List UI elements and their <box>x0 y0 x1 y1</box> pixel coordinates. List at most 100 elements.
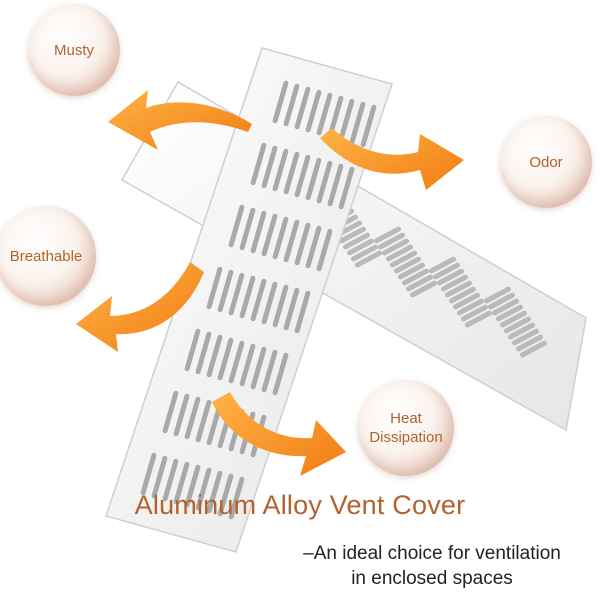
vent-slot <box>206 470 223 514</box>
vent-slot <box>250 210 267 254</box>
vent-slot <box>261 145 278 189</box>
vent-slot <box>381 238 410 256</box>
vent-slot <box>217 337 234 381</box>
vent-slot <box>272 352 289 396</box>
vent-slot <box>184 328 201 372</box>
vent-slot <box>409 280 438 298</box>
vent-slot <box>294 290 311 334</box>
vent-slot <box>294 86 311 130</box>
vent-slot <box>261 213 278 257</box>
vent-slot <box>440 274 469 292</box>
vent-slot <box>338 166 355 210</box>
vent-slot <box>272 216 289 260</box>
vent-slot <box>173 393 190 437</box>
vent-slot <box>360 104 377 148</box>
odor-label: Odor <box>529 153 563 171</box>
musty-label: Musty <box>53 41 94 59</box>
vent-slot <box>250 278 267 322</box>
vent-slot <box>305 157 322 201</box>
vent-slot <box>316 160 333 204</box>
vent-slot <box>491 298 520 316</box>
vent-slot <box>327 95 344 139</box>
product-subtitle: –An ideal choice for ventilation in encl… <box>272 541 592 591</box>
vent-slot <box>239 207 256 251</box>
arrow-icon-up-left <box>108 90 252 150</box>
vent-slot <box>162 458 179 502</box>
vent-slot <box>397 262 426 280</box>
arrow-icon-down-right <box>212 392 346 476</box>
vent-slot <box>436 268 465 286</box>
vent-slot <box>515 334 544 352</box>
heat-dissipation-label: Heat Dissipation <box>369 410 443 446</box>
vent-slot <box>250 346 267 390</box>
vent-slot <box>373 226 402 244</box>
vent-slot <box>283 219 300 263</box>
vent-slot <box>350 244 379 262</box>
vent-slot <box>377 232 406 250</box>
vent-slot <box>316 228 333 272</box>
odor-badge: Odor <box>500 116 592 208</box>
vent-slot <box>405 274 434 292</box>
vent-slot <box>272 80 289 124</box>
vent-slot <box>487 292 516 310</box>
vent-slot <box>346 238 375 256</box>
vent-slot <box>393 256 422 274</box>
vent-slot <box>195 331 212 375</box>
vent-slot <box>452 292 481 310</box>
vent-slot <box>217 473 234 517</box>
heat-dissipation-badge: Heat Dissipation <box>358 380 454 476</box>
arrow-icon-down-left <box>76 262 204 352</box>
vent-slot <box>349 101 366 145</box>
vent-cover-front <box>105 47 393 553</box>
vent-slot <box>294 222 311 266</box>
vent-slot <box>239 275 256 319</box>
vent-slot <box>272 284 289 328</box>
vent-slot <box>448 286 477 304</box>
breathable-badge: Breathable <box>0 206 96 306</box>
vent-slot <box>401 268 430 286</box>
vent-slot <box>261 281 278 325</box>
vent-slot <box>460 304 489 322</box>
breathable-label: Breathable <box>9 247 83 265</box>
vent-slot <box>464 310 493 328</box>
vent-slot <box>283 287 300 331</box>
vent-slot <box>294 154 311 198</box>
vent-slot <box>338 98 355 142</box>
vent-slot <box>184 396 201 440</box>
vent-slot <box>507 322 536 340</box>
vent-slot <box>162 390 179 434</box>
vent-slot <box>250 142 267 186</box>
vent-slot <box>456 298 485 316</box>
vent-slot <box>495 304 524 322</box>
vent-slot <box>511 328 540 346</box>
vent-slot <box>499 310 528 328</box>
vent-slot <box>338 226 367 244</box>
vent-slot <box>428 256 457 274</box>
vent-slot <box>228 476 245 520</box>
vent-slot <box>151 455 168 499</box>
vent-slot <box>483 286 512 304</box>
vent-slot <box>305 89 322 133</box>
vent-slot <box>389 250 418 268</box>
vent-slot <box>272 148 289 192</box>
vent-slot <box>228 204 245 248</box>
subtitle-line-2: in enclosed spaces <box>351 568 513 589</box>
vent-slot <box>354 250 383 268</box>
arrow-icon-right <box>320 128 464 190</box>
vent-slot <box>444 280 473 298</box>
vent-slot <box>519 340 548 358</box>
vent-slot <box>195 399 212 443</box>
vent-slot <box>217 269 234 313</box>
vent-slot <box>261 349 278 393</box>
vent-slot <box>342 232 371 250</box>
vent-slot <box>195 467 212 511</box>
vent-slot <box>140 452 157 496</box>
vent-slot <box>206 266 223 310</box>
musty-badge: Musty <box>28 4 120 96</box>
vent-slot <box>173 461 190 505</box>
vent-slot <box>206 334 223 378</box>
vent-slot <box>228 340 245 384</box>
vent-slot <box>228 272 245 316</box>
vent-slot <box>305 225 322 269</box>
